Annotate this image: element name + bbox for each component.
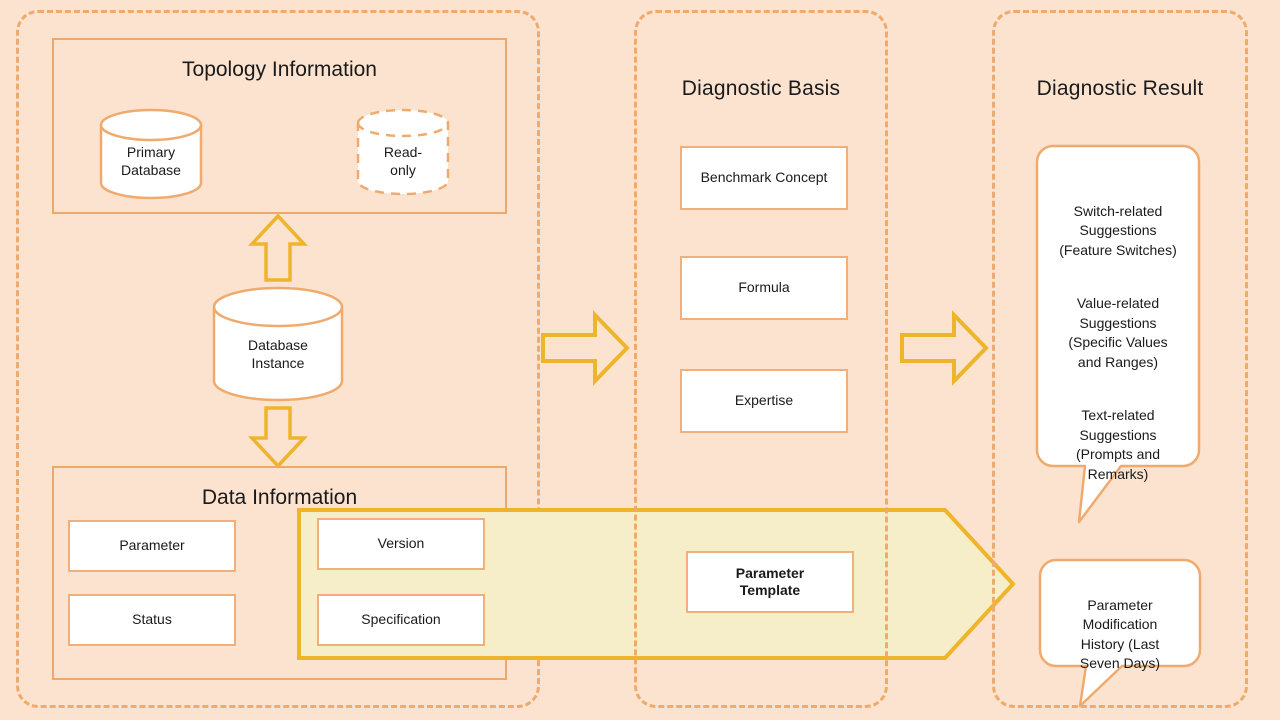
database-instance-cylinder[interactable]: Database Instance — [211, 285, 345, 403]
arrow-right-icon-2 — [900, 310, 989, 386]
arrow-up-icon — [247, 213, 309, 282]
panel-topology-and-data — [16, 10, 540, 708]
item-parameter[interactable]: Parameter — [68, 520, 236, 572]
item-status[interactable]: Status — [68, 594, 236, 646]
topology-information-title: Topology Information — [182, 58, 377, 81]
diagnostic-result-title: Diagnostic Result — [1036, 77, 1204, 100]
primary-database-cylinder[interactable]: Primary Database — [98, 108, 204, 200]
panel-diagnostic-result: Diagnostic Result — [992, 10, 1248, 708]
arrow-down-icon — [247, 406, 309, 469]
item-formula[interactable]: Formula — [680, 256, 848, 320]
group-topology-information: Topology Information — [52, 38, 507, 214]
data-information-title: Data Information — [201, 486, 358, 509]
bubble-parameter-modification-history[interactable]: Parameter Modification History (Last Sev… — [1038, 558, 1202, 710]
item-specification[interactable]: Specification — [317, 594, 485, 646]
bubble-suggestions[interactable]: Switch-related Suggestions (Feature Swit… — [1035, 144, 1201, 524]
item-version[interactable]: Version — [317, 518, 485, 570]
item-benchmark-concept[interactable]: Benchmark Concept — [680, 146, 848, 210]
item-expertise[interactable]: Expertise — [680, 369, 848, 433]
arrow-right-icon-1 — [541, 310, 630, 386]
panel-diagnostic-basis: Diagnostic Basis — [634, 10, 888, 708]
read-only-database-cylinder[interactable]: Read- only — [355, 108, 451, 196]
diagnostic-basis-title: Diagnostic Basis — [681, 77, 841, 100]
item-parameter-template[interactable]: Parameter Template — [686, 551, 854, 613]
